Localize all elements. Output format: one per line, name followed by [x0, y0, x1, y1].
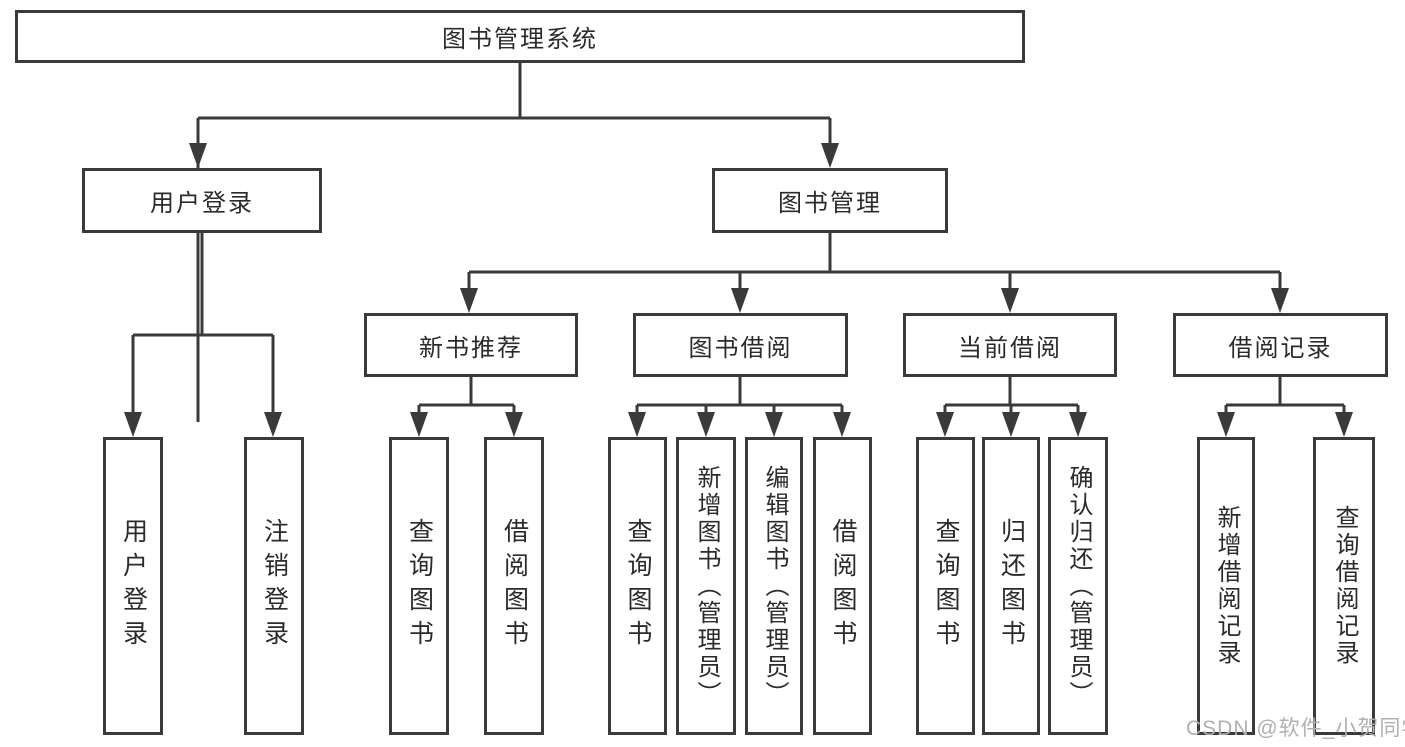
leaf-user-login-label: 用户登录 — [119, 518, 148, 654]
leaf-cb-return-label: 归还图书 — [997, 518, 1026, 654]
connector-book-borrow — [628, 377, 851, 437]
arrowhead — [1001, 288, 1019, 313]
node-book-mgmt-label: 图书管理 — [778, 190, 882, 217]
node-new-book-rec-label: 新书推荐 — [419, 334, 523, 362]
node-borrow-record: 借阅记录 — [1173, 313, 1388, 377]
node-book-borrow: 图书借阅 — [633, 313, 848, 377]
arrowhead — [189, 143, 207, 168]
arrowhead — [731, 288, 749, 313]
leaf-br-query: 查询借阅记录 — [1313, 437, 1375, 735]
node-borrow-record-label: 借阅记录 — [1228, 334, 1333, 362]
arrowhead — [1335, 412, 1353, 437]
node-current-borrow-label: 当前借阅 — [958, 334, 1062, 362]
leaf-br-add-label: 新增借阅记录 — [1213, 505, 1240, 667]
leaf-bb-query-label: 查询图书 — [624, 518, 652, 654]
node-book-mgmt: 图书管理 — [712, 168, 948, 233]
leaf-br-query-label: 查询借阅记录 — [1331, 505, 1358, 667]
connector-root — [189, 63, 839, 422]
node-new-book-rec: 新书推荐 — [364, 313, 578, 377]
leaf-nbr-borrow: 借阅图书 — [484, 437, 544, 735]
connector-user-login — [124, 233, 282, 437]
leaf-user-login: 用户登录 — [103, 437, 163, 735]
arrowhead — [460, 288, 478, 313]
arrowhead — [821, 143, 839, 168]
arrowhead — [124, 412, 142, 437]
leaf-cb-confirm-label: 确认归还（管理员） — [1065, 464, 1092, 708]
arrowhead — [410, 412, 428, 437]
node-root-label: 图书管理系统 — [442, 26, 598, 53]
arrowhead — [765, 412, 783, 437]
leaf-bb-borrow: 借阅图书 — [813, 437, 872, 735]
leaf-bb-query: 查询图书 — [608, 437, 667, 735]
node-user-login-label: 用户登录 — [150, 190, 254, 217]
leaf-logout-label: 注销登录 — [260, 518, 289, 654]
arrowhead — [264, 412, 282, 437]
connector-borrow-record — [1217, 377, 1353, 437]
leaf-br-add: 新增借阅记录 — [1197, 437, 1255, 735]
leaf-bb-add: 新增图书（管理员） — [676, 437, 736, 735]
arrowhead — [936, 412, 954, 437]
node-root: 图书管理系统 — [15, 10, 1025, 63]
csdn-watermark: CSDN @软件_小贺同学 — [1186, 717, 1405, 740]
arrowhead — [505, 412, 523, 437]
node-current-borrow: 当前借阅 — [903, 313, 1117, 377]
leaf-nbr-query-label: 查询图书 — [405, 518, 434, 654]
leaf-bb-add-label: 新增图书（管理员） — [693, 464, 720, 708]
arrowhead — [1069, 412, 1087, 437]
leaf-cb-return: 归还图书 — [982, 437, 1040, 735]
connector-current-borrow — [936, 377, 1087, 437]
arrowhead — [1002, 412, 1020, 437]
arrowhead — [628, 412, 646, 437]
leaf-nbr-query: 查询图书 — [389, 437, 449, 735]
leaf-bb-edit-label: 编辑图书（管理员） — [761, 464, 788, 708]
connector-book-mgmt — [460, 233, 1289, 313]
leaf-bb-borrow-label: 借阅图书 — [829, 518, 857, 654]
leaf-bb-edit: 编辑图书（管理员） — [745, 437, 803, 735]
leaf-cb-query-label: 查询图书 — [932, 518, 960, 654]
leaf-cb-confirm: 确认归还（管理员） — [1048, 437, 1108, 735]
arrowhead — [1271, 288, 1289, 313]
leaf-nbr-borrow-label: 借阅图书 — [500, 518, 529, 654]
leaf-logout: 注销登录 — [244, 437, 304, 735]
leaf-cb-query: 查询图书 — [916, 437, 975, 735]
node-book-borrow-label: 图书借阅 — [688, 334, 793, 362]
node-user-login: 用户登录 — [82, 168, 322, 233]
arrowhead — [1217, 412, 1235, 437]
arrowhead — [833, 412, 851, 437]
connector-new-book-rec — [410, 377, 523, 437]
arrowhead — [697, 412, 715, 437]
